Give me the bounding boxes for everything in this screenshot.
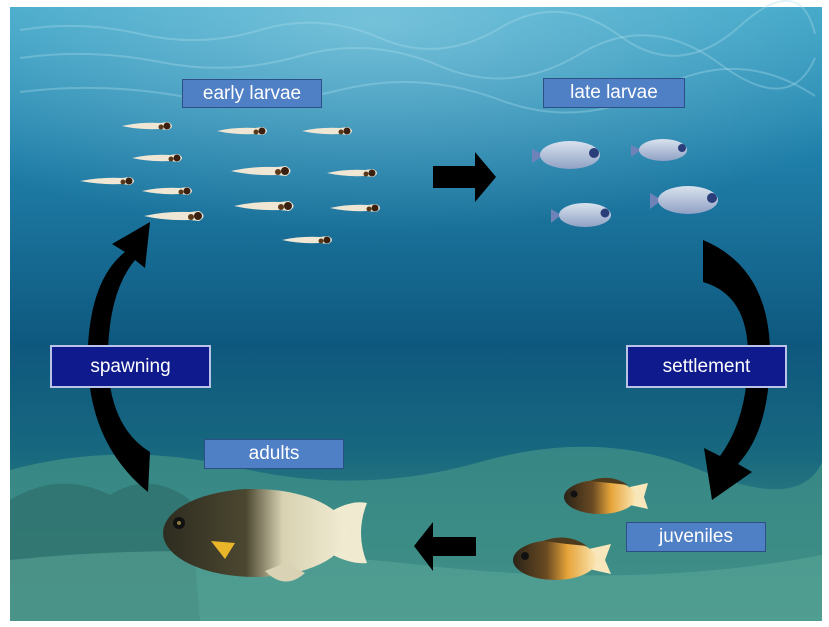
early-larvae-label: early larvae bbox=[182, 79, 322, 108]
juveniles-label: juveniles bbox=[626, 522, 766, 552]
late-larvae-label: late larvae bbox=[543, 78, 685, 108]
adults-label: adults bbox=[204, 439, 344, 469]
spawning-label: spawning bbox=[50, 345, 211, 388]
settlement-label: settlement bbox=[626, 345, 787, 388]
